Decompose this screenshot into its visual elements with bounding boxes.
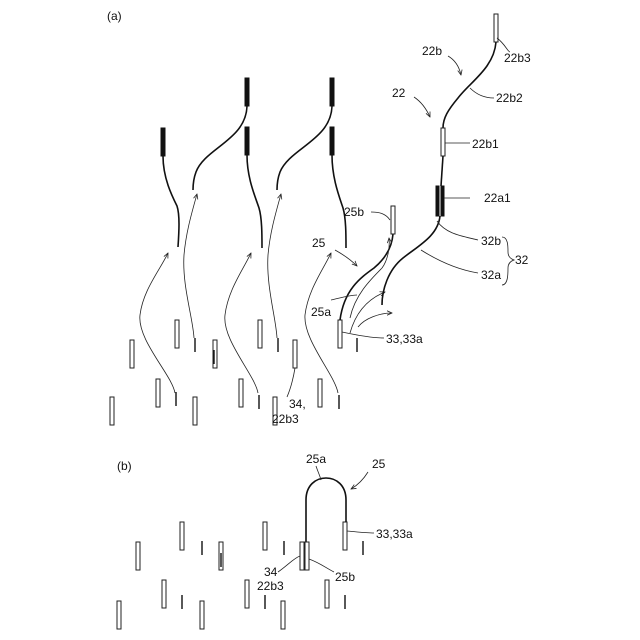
- motion-arrow: [268, 194, 281, 338]
- pin-slot: [117, 601, 121, 629]
- label-22: 22: [392, 86, 406, 100]
- wire-group: [163, 106, 346, 248]
- pin-slot: [281, 601, 285, 629]
- pin-slot: [318, 379, 322, 407]
- wire: [247, 155, 262, 248]
- pin-slot: [156, 379, 160, 407]
- pin-slot: [239, 379, 243, 407]
- arrow-25b: [350, 238, 389, 318]
- motion-arrow: [184, 194, 197, 338]
- terminal-25b-b: [305, 542, 309, 570]
- panel-b-label: (b): [117, 459, 132, 473]
- wire-22-mid: [441, 156, 443, 186]
- labels-b: 25a 25 33,33a 34 22b3 25b: [257, 452, 413, 593]
- wire: [163, 156, 179, 247]
- wire: [193, 106, 247, 190]
- label-32b: 32b: [481, 234, 501, 248]
- label-22b3: 22b3: [504, 51, 531, 65]
- motion-arrow: [358, 313, 392, 327]
- panel-a: (a): [107, 9, 531, 426]
- terminal-25b: [391, 206, 395, 234]
- connector-22a1: [436, 186, 439, 216]
- wire-22b: [443, 42, 496, 128]
- label-22b3-b: 22b3: [257, 579, 284, 593]
- wire-25-loop-body: [306, 478, 346, 542]
- label-33-33a: 33,33a: [386, 332, 423, 346]
- label-22b1: 22b1: [472, 137, 499, 151]
- pin-slot: [110, 397, 114, 425]
- motion-arrow-22: [414, 97, 430, 117]
- pin-slot: [130, 340, 134, 368]
- pin-slot: [258, 320, 262, 348]
- connector-22a1b: [441, 186, 444, 216]
- labels-a: 22b3 22b 22 22b2 22b1 22a1 25b 25 32b 32…: [272, 38, 531, 426]
- pin-slot: [162, 580, 166, 608]
- panel-a-label: (a): [107, 9, 122, 23]
- motion-arrow: [140, 253, 175, 393]
- terminal-22b1: [441, 128, 445, 156]
- label-25b-b: 25b: [335, 570, 355, 584]
- label-25-b: 25: [372, 457, 386, 471]
- label-33-33a-b: 33,33a: [376, 527, 413, 541]
- pin-field-b: [117, 522, 363, 629]
- pin-slot: [343, 522, 347, 550]
- wire: [277, 106, 332, 190]
- label-22b3-bottom: 22b3: [272, 412, 299, 426]
- motion-arrow-22b: [448, 56, 461, 75]
- motion-arrow-25: [335, 250, 357, 266]
- pin-field-a: [110, 320, 357, 425]
- label-25a: 25a: [311, 305, 331, 319]
- pin-slot: [263, 522, 267, 550]
- terminal-22b3-b: [300, 542, 304, 570]
- pin-slot: [200, 601, 204, 629]
- label-32a: 32a: [481, 268, 501, 282]
- pin-slot: [175, 320, 179, 348]
- pin-slot: [180, 522, 184, 550]
- label-25a-b: 25a: [306, 452, 326, 466]
- connector-head: [330, 127, 334, 155]
- label-32: 32: [515, 253, 529, 267]
- panel-b: (b): [117, 452, 413, 629]
- connector-head: [245, 78, 249, 106]
- label-22b: 22b: [422, 44, 442, 58]
- pin-slot: [245, 580, 249, 608]
- motion-arrow: [350, 292, 385, 333]
- pin-slot: [338, 320, 342, 348]
- label-22a1: 22a1: [484, 191, 511, 205]
- wire: [332, 155, 346, 248]
- wire-25-loop: [300, 472, 368, 570]
- terminal-22b3: [494, 14, 498, 42]
- motion-arrow: [225, 253, 258, 393]
- label-25: 25: [312, 236, 326, 250]
- wire-25-body: [340, 234, 393, 320]
- pin-slot: [193, 397, 197, 425]
- label-22b2: 22b2: [496, 91, 523, 105]
- label-34: 34,: [289, 397, 306, 411]
- pin-slot: [325, 580, 329, 608]
- connector-head: [245, 127, 249, 155]
- pin-slot: [136, 542, 140, 570]
- connector-head: [161, 128, 165, 156]
- pin-slot: [293, 340, 297, 368]
- connector-head: [330, 78, 334, 106]
- motion-arrow: [305, 253, 338, 393]
- label-34-b: 34: [264, 565, 278, 579]
- motion-arrow-25-b: [351, 472, 368, 489]
- label-25b: 25b: [344, 205, 364, 219]
